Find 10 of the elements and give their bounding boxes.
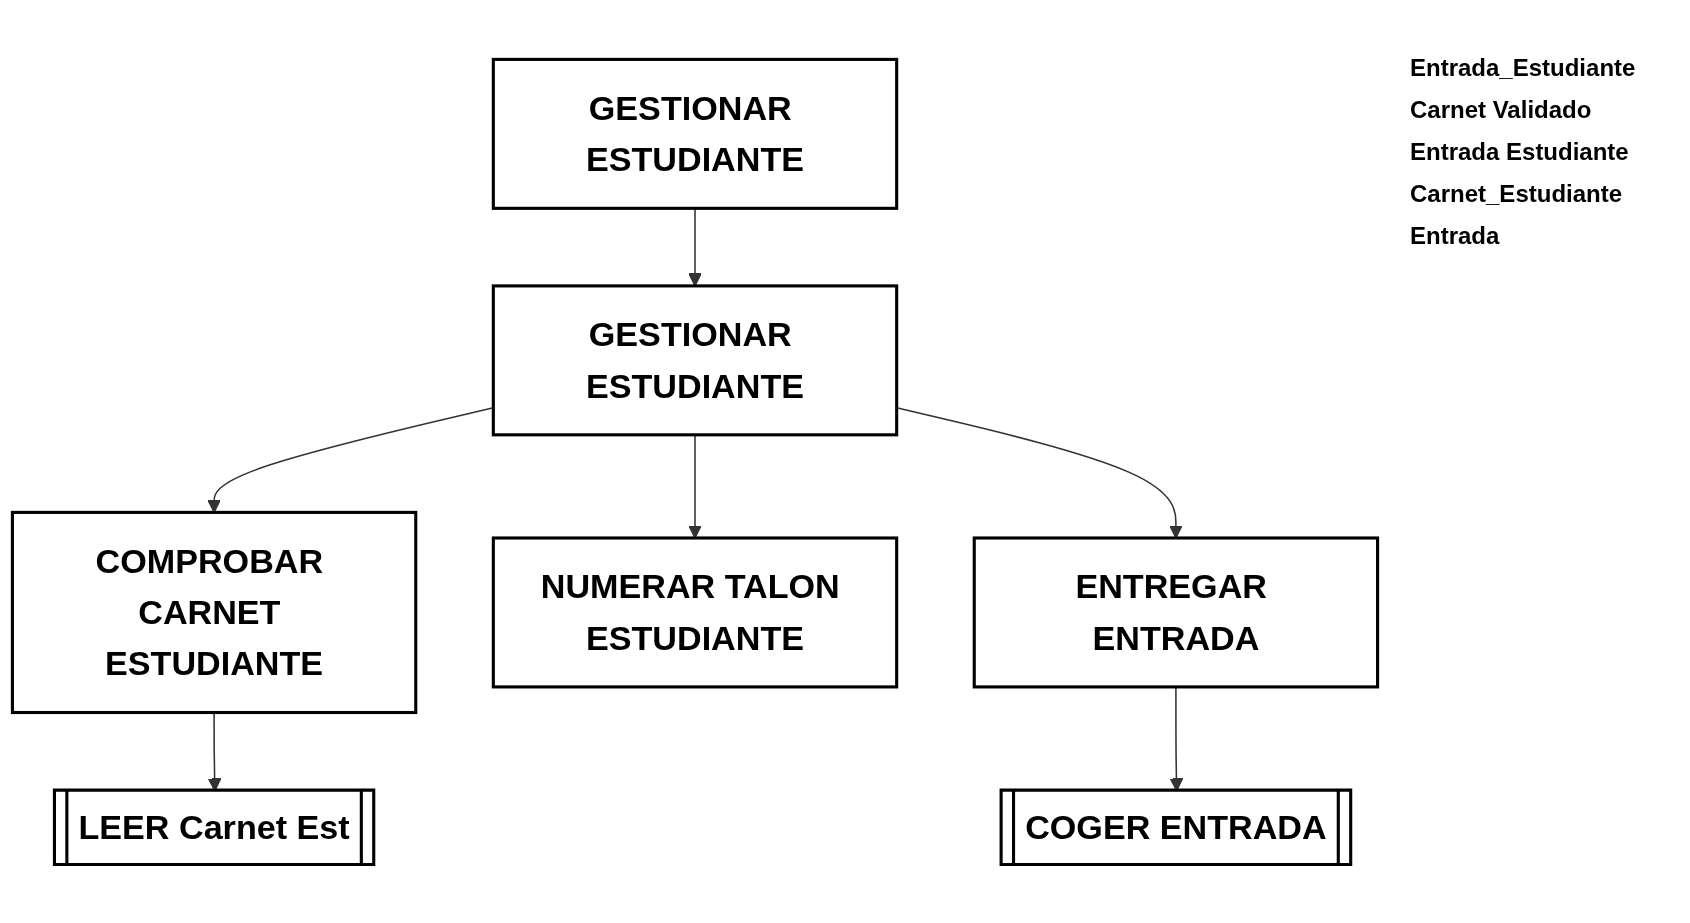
data-couple-label: Entrada_Estudiante bbox=[1410, 54, 1637, 82]
node-box: GESTIONAR ESTUDIANTE bbox=[491, 283, 899, 436]
node-box: ENTREGAR ENTRADA bbox=[972, 535, 1380, 688]
data-couple-label: Entrada bbox=[1410, 222, 1501, 250]
node-box: NUMERAR TALON ESTUDIANTE bbox=[491, 535, 899, 688]
node-box: GESTIONAR ESTUDIANTE bbox=[491, 57, 899, 210]
node-box: COMPROBAR CARNET ESTUDIANTE bbox=[10, 510, 418, 714]
data-couple-label: Carnet Validado bbox=[1410, 96, 1593, 124]
data-couple-label: Carnet_Estudiante bbox=[1410, 180, 1624, 208]
data-couple-label: Entrada Estudiante bbox=[1410, 138, 1630, 166]
